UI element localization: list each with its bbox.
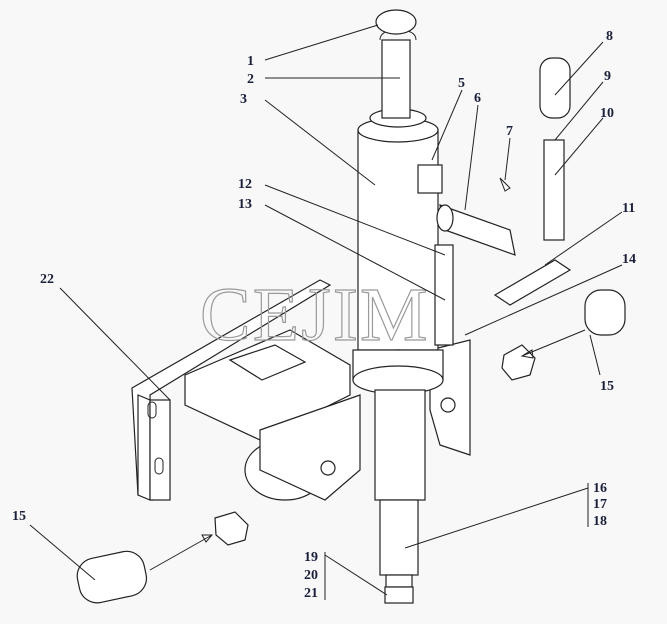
- callout-12: 12: [238, 177, 252, 192]
- callout-19: 19: [304, 550, 318, 565]
- callout-16: 16: [593, 481, 607, 496]
- callout-14: 14: [622, 252, 636, 267]
- column-bracket: [184, 329, 471, 501]
- callout-11: 11: [622, 201, 635, 216]
- callout-21: 21: [304, 586, 318, 601]
- callout-10: 10: [600, 106, 614, 121]
- callout-3: 3: [240, 92, 247, 107]
- watermark-text: CEJIM: [200, 273, 430, 357]
- callout-5: 5: [458, 76, 465, 91]
- callout-17: 17: [593, 497, 607, 512]
- callout-labels: 1 2 3 5 6 7 8 9 10 11 12 13 14 15 15 16 …: [12, 29, 636, 601]
- callout-15-right: 15: [600, 379, 614, 394]
- column-tube: [352, 9, 454, 604]
- loose-parts: [76, 57, 626, 604]
- callout-2: 2: [247, 72, 254, 87]
- callout-8: 8: [606, 29, 613, 44]
- leader-lines: [29, 24, 623, 600]
- callout-22: 22: [40, 272, 54, 287]
- callout-13: 13: [238, 197, 252, 212]
- callout-20: 20: [304, 568, 318, 583]
- callout-9: 9: [604, 69, 611, 84]
- callout-7: 7: [506, 124, 513, 139]
- callout-6: 6: [474, 91, 481, 106]
- callout-1: 1: [247, 54, 254, 69]
- callout-18: 18: [593, 514, 607, 529]
- callout-15-left: 15: [12, 509, 26, 524]
- mounting-plate: [131, 279, 332, 501]
